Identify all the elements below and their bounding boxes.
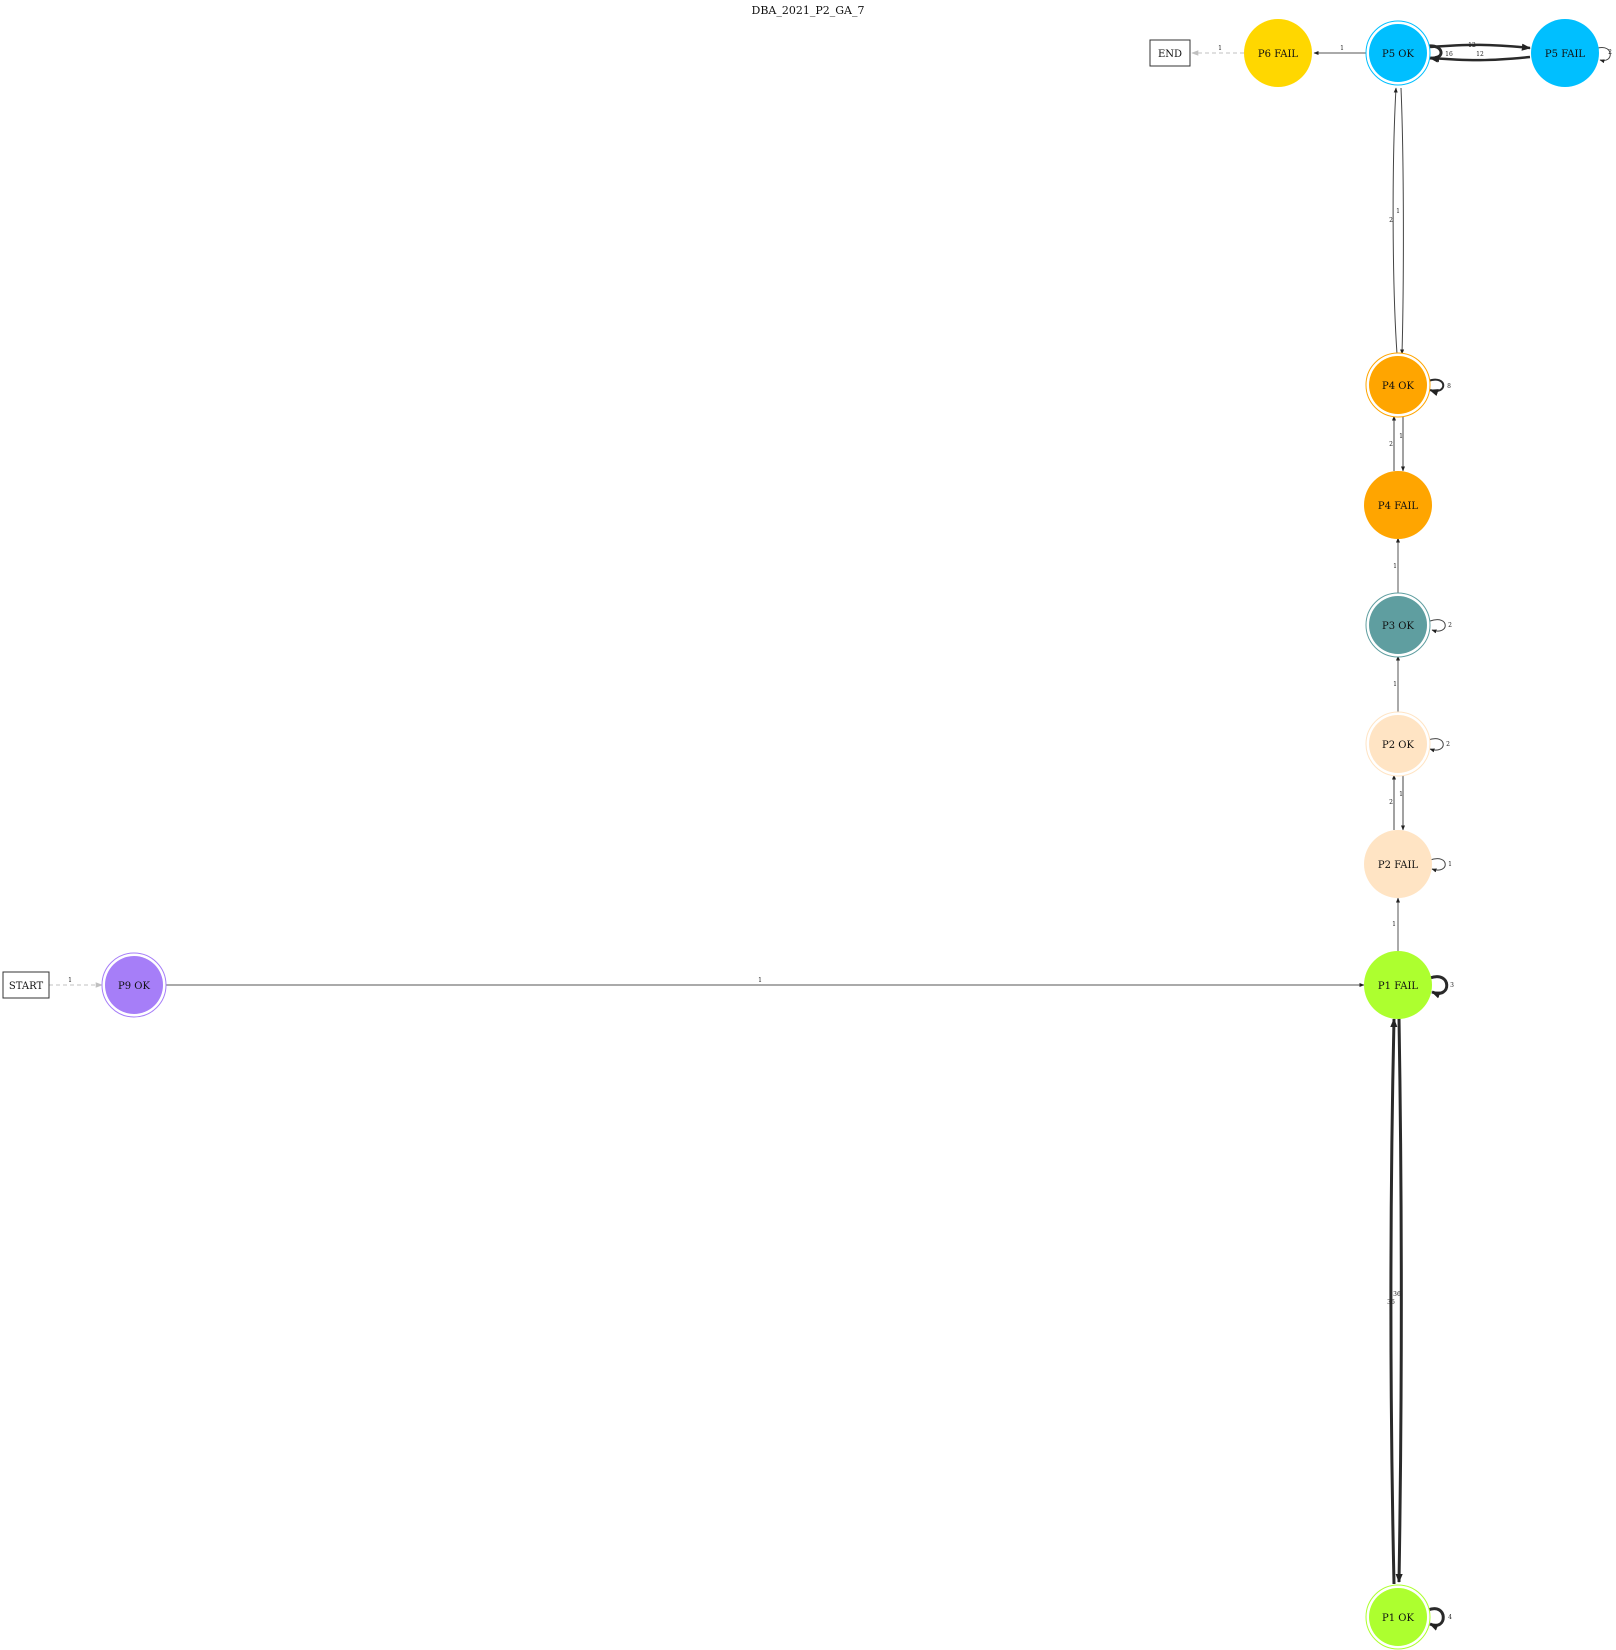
edge-label: 4 [1448, 1614, 1452, 1621]
edge-label: 36 [1387, 1299, 1395, 1306]
node-label: P6 FAIL [1258, 49, 1299, 60]
edge-p2ok-p3ok: 1 [1393, 655, 1400, 713]
edge-label: 1 [1396, 208, 1400, 215]
node-p4ok[interactable]: P4 OK [1365, 352, 1431, 418]
edge-label: 1 [1393, 563, 1397, 570]
edge-p3ok-p4fail: 1 [1393, 537, 1400, 593]
edge-label: 2 [1448, 622, 1452, 629]
edge-p2fail-p2ok: 2 [1389, 774, 1396, 830]
edge-p9ok-p1fail: 1 [166, 977, 1365, 987]
edge-p1fail-p2fail: 1 [1392, 897, 1400, 951]
edge-p6fail-end: 1 [1191, 45, 1244, 56]
node-label: P3 OK [1382, 621, 1414, 632]
node-label: P5 OK [1382, 49, 1414, 60]
edge-label: 1 [1393, 681, 1397, 688]
edge-p4ok-p4fail: 1 [1399, 416, 1405, 472]
edge-label: 1 [1340, 45, 1344, 52]
edge-label: 16 [1445, 51, 1453, 58]
edge-label: 1 [1218, 45, 1222, 52]
edge-p4ok-p5ok: 2 [1389, 87, 1398, 355]
edge-label: 1 [1399, 433, 1403, 440]
edge-p2ok-self: 2 [1427, 738, 1450, 753]
node-label: P2 OK [1382, 740, 1414, 751]
edge-p1ok-self: 4 [1427, 1607, 1452, 1631]
edge-p4ok-self: 8 [1427, 378, 1451, 396]
node-label: P5 FAIL [1545, 49, 1586, 60]
edge-p1ok-p1fail: 36 [1387, 1018, 1398, 1585]
start-node[interactable]: START [2, 971, 50, 999]
node-label: P1 OK [1382, 1613, 1414, 1624]
edge-label: 1 [758, 977, 762, 984]
edge-label: 8 [1447, 383, 1451, 390]
node-p3ok[interactable]: P3 OK [1365, 592, 1431, 658]
node-p5ok[interactable]: P5 OK [1365, 20, 1431, 86]
edge-p2fail-self: 1 [1429, 858, 1452, 873]
start-label: START [9, 981, 44, 992]
node-p4fail[interactable]: P4 FAIL [1364, 471, 1432, 539]
edge-label: 2 [1389, 799, 1393, 806]
edge-label: 2 [1608, 49, 1612, 56]
edge-label: 2 [1389, 217, 1393, 224]
edge-p1fail-p1ok: 36 [1393, 1017, 1403, 1583]
edge-p3ok-self: 2 [1429, 619, 1452, 634]
edge-label: 2 [1389, 441, 1393, 448]
node-label: P4 FAIL [1378, 501, 1419, 512]
edge-p4fail-p4ok: 2 [1389, 415, 1396, 471]
edge-p5ok-p5fail: 12 [1429, 42, 1531, 51]
edge-p5ok-p4ok: 1 [1396, 87, 1405, 355]
edge-label: 1 [1448, 861, 1452, 868]
edge-label: 1 [1392, 921, 1396, 928]
edge-label: 3 [1450, 982, 1454, 989]
node-label: P9 OK [118, 981, 150, 992]
node-p2ok[interactable]: P2 OK [1365, 711, 1431, 777]
node-p2fail[interactable]: P2 FAIL [1364, 830, 1432, 898]
edge-p5fail-self: 2 [1597, 47, 1612, 64]
node-label: P2 FAIL [1378, 860, 1419, 871]
node-p9ok[interactable]: P9 OK [101, 952, 167, 1018]
edge-p5fail-p5ok: 12 [1430, 51, 1531, 63]
node-label: P4 OK [1382, 381, 1414, 392]
node-label: P1 FAIL [1378, 981, 1419, 992]
node-p6fail[interactable]: P6 FAIL [1244, 19, 1312, 87]
edge-p2ok-p2fail: 1 [1399, 775, 1405, 831]
edge-label: 36 [1393, 1291, 1401, 1298]
diagram-title: DBA_2021_P2_GA_7 [752, 4, 865, 17]
edge-label: 12 [1468, 42, 1476, 49]
edge-label: 12 [1476, 51, 1484, 58]
end-node[interactable]: END [1149, 39, 1191, 67]
node-p1ok[interactable]: P1 OK [1365, 1584, 1431, 1650]
edge-start-p9ok: 1 [49, 977, 103, 988]
node-p5fail[interactable]: P5 FAIL [1531, 19, 1599, 87]
edge-label: 1 [68, 977, 72, 984]
edge-p1fail-self: 3 [1429, 975, 1454, 999]
edge-label: 2 [1446, 741, 1450, 748]
end-label: END [1158, 49, 1182, 60]
edge-p5ok-p6fail: 1 [1313, 45, 1367, 55]
edge-label: 1 [1399, 791, 1403, 798]
node-p1fail[interactable]: P1 FAIL [1364, 951, 1432, 1019]
